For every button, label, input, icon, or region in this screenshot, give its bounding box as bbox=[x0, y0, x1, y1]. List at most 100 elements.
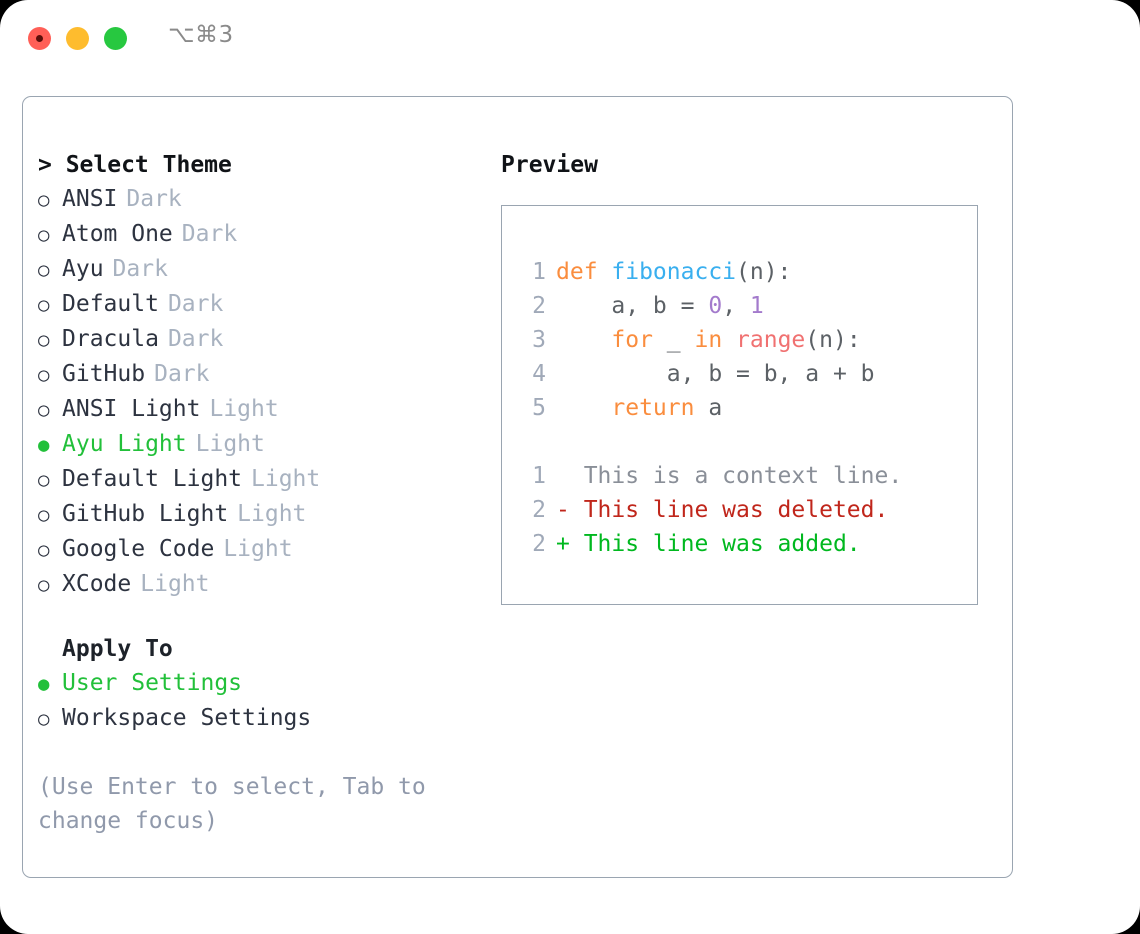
line-number: 3 bbox=[532, 327, 546, 353]
theme-option-name: Ayu Light bbox=[62, 431, 187, 457]
theme-option-name: Atom One bbox=[62, 221, 173, 247]
radio-unselected-icon: ○ bbox=[38, 189, 50, 211]
radio-unselected-icon: ○ bbox=[38, 294, 50, 316]
theme-option-variant: Light bbox=[237, 501, 307, 527]
keyboard-shortcut-label: ⌥⌘3 bbox=[168, 22, 234, 48]
radio-selected-icon: ● bbox=[38, 673, 50, 695]
code-token-plain bbox=[556, 395, 611, 421]
radio-unselected-icon: ○ bbox=[38, 574, 50, 596]
code-blank-line bbox=[518, 425, 902, 459]
theme-option-variant: Light bbox=[140, 571, 210, 597]
code-token-num: 1 bbox=[749, 293, 764, 319]
code-token-call: range bbox=[736, 327, 806, 353]
theme-option-ayu-light[interactable]: ● Ayu Light Light bbox=[38, 427, 478, 462]
theme-option-xcode[interactable]: ○ XCode Light bbox=[38, 567, 478, 602]
code-token-num: 0 bbox=[708, 293, 723, 319]
line-number: 2 bbox=[532, 497, 546, 523]
code-line-content: def fibonacci(n): bbox=[556, 255, 791, 289]
radio-unselected-icon: ○ bbox=[38, 539, 50, 561]
minimize-button[interactable] bbox=[66, 27, 89, 50]
line-number: 5 bbox=[532, 395, 546, 421]
theme-option-variant: Dark bbox=[112, 256, 168, 282]
radio-selected-icon: ● bbox=[38, 434, 50, 456]
section-gap bbox=[38, 602, 478, 632]
theme-option-google-code[interactable]: ○ Google Code Light bbox=[38, 532, 478, 567]
line-number: 2 bbox=[532, 531, 546, 557]
code-token-fn: fibonacci bbox=[611, 259, 737, 285]
zoom-button[interactable] bbox=[104, 27, 127, 50]
apply-to-list: ● User Settings ○ Workspace Settings bbox=[38, 666, 478, 736]
apply-to-option-label: Workspace Settings bbox=[62, 705, 312, 731]
code-line-content: a, b = b, a + b bbox=[556, 357, 875, 391]
apply-to-option-workspace-settings[interactable]: ○ Workspace Settings bbox=[38, 701, 478, 736]
code-line: 5 return a bbox=[518, 391, 902, 425]
apply-to-header: Apply To bbox=[62, 636, 173, 662]
theme-option-variant: Dark bbox=[126, 186, 182, 212]
titlebar: ⌥⌘3 bbox=[0, 0, 1140, 78]
theme-option-name: GitHub bbox=[62, 361, 146, 387]
diff-line-text-ctx: This is a context line. bbox=[556, 463, 903, 489]
apply-to-option-label: User Settings bbox=[62, 670, 243, 696]
theme-option-ansi[interactable]: ○ ANSI Dark bbox=[38, 182, 478, 217]
theme-option-github-light[interactable]: ○ GitHub Light Light bbox=[38, 497, 478, 532]
code-token-key: return bbox=[611, 395, 695, 421]
theme-option-variant: Light bbox=[209, 396, 279, 422]
line-number: 2 bbox=[532, 293, 546, 319]
diff-line-text-del: - This line was deleted. bbox=[556, 497, 889, 523]
close-button[interactable] bbox=[28, 27, 51, 50]
apply-to-option-user-settings[interactable]: ● User Settings bbox=[38, 666, 478, 701]
radio-unselected-icon: ○ bbox=[38, 504, 50, 526]
theme-option-atom-one[interactable]: ○ Atom One Dark bbox=[38, 217, 478, 252]
radio-unselected-icon: ○ bbox=[38, 399, 50, 421]
theme-option-name: GitHub Light bbox=[62, 501, 229, 527]
theme-option-variant: Light bbox=[195, 431, 265, 457]
line-number: 1 bbox=[532, 259, 546, 285]
code-line-content: - This line was deleted. bbox=[556, 493, 888, 527]
theme-option-default[interactable]: ○ Default Dark bbox=[38, 287, 478, 322]
code-token-plain: a, b = b, a + b bbox=[556, 361, 875, 387]
preview-header: Preview bbox=[501, 152, 598, 178]
code-token-plain: (n): bbox=[805, 327, 861, 353]
select-theme-header: > Select Theme bbox=[38, 152, 232, 178]
radio-unselected-icon: ○ bbox=[38, 329, 50, 351]
theme-option-github[interactable]: ○ GitHub Dark bbox=[38, 357, 478, 392]
code-token-plain bbox=[556, 327, 611, 353]
theme-option-name: XCode bbox=[62, 571, 132, 597]
line-number: 4 bbox=[532, 361, 546, 387]
code-line-content: for _ in range(n): bbox=[556, 323, 861, 357]
code-token-plain: (n): bbox=[736, 259, 792, 285]
theme-option-name: ANSI Light bbox=[62, 396, 201, 422]
radio-unselected-icon: ○ bbox=[38, 224, 50, 246]
theme-option-variant: Light bbox=[223, 536, 293, 562]
code-line: 1 def fibonacci(n): bbox=[518, 255, 902, 289]
theme-option-name: Default bbox=[62, 291, 159, 317]
code-line-content: a, b = 0, 1 bbox=[556, 289, 764, 323]
radio-unselected-icon: ○ bbox=[38, 708, 50, 730]
theme-option-variant: Dark bbox=[154, 361, 210, 387]
diff-line: 2+ This line was added. bbox=[518, 527, 902, 561]
theme-option-variant: Light bbox=[251, 466, 321, 492]
theme-option-variant: Dark bbox=[167, 291, 224, 317]
code-token-plain bbox=[722, 327, 736, 353]
window-controls bbox=[28, 27, 127, 50]
diff-line: 1 This is a context line. bbox=[518, 459, 902, 493]
theme-option-name: Google Code bbox=[62, 536, 215, 562]
radio-unselected-icon: ○ bbox=[38, 469, 50, 491]
theme-option-variant: Dark bbox=[181, 221, 238, 247]
theme-option-ansi-light[interactable]: ○ ANSI Light Light bbox=[38, 392, 478, 427]
theme-option-name: ANSI bbox=[62, 186, 118, 212]
code-line: 2 a, b = 0, 1 bbox=[518, 289, 902, 323]
radio-unselected-icon: ○ bbox=[38, 364, 50, 386]
theme-option-name: Dracula bbox=[62, 326, 159, 352]
code-line: 3 for _ in range(n): bbox=[518, 323, 902, 357]
